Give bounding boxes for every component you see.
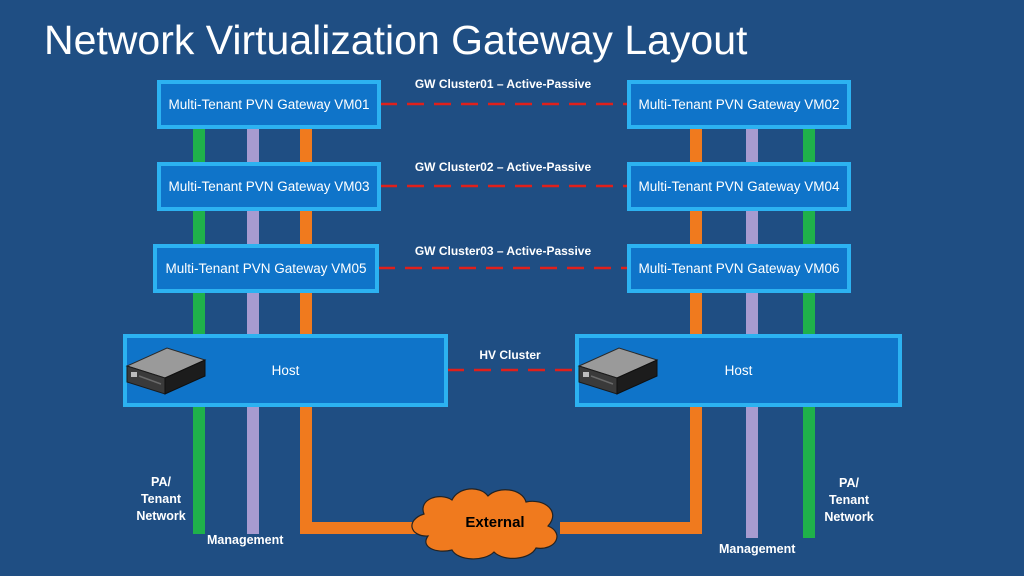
gateway-vm04[interactable]: Multi-Tenant PVN Gateway VM04 [627, 162, 851, 211]
rack-server-icon [125, 347, 207, 395]
management-line-right [746, 128, 758, 538]
gateway-vm05[interactable]: Multi-Tenant PVN Gateway VM05 [153, 244, 379, 293]
host-left[interactable]: Host [123, 334, 448, 407]
pa-tenant-line-right [803, 128, 815, 538]
gateway-vm05-label: Multi-Tenant PVN Gateway VM05 [165, 261, 367, 276]
pa-tenant-network-label-left: PA/ Tenant Network [122, 474, 200, 525]
external-line-right [690, 128, 702, 522]
gateway-vm03-label: Multi-Tenant PVN Gateway VM03 [168, 179, 370, 194]
pa-label-line3: Network [824, 510, 874, 524]
pa-label-line3: Network [136, 509, 186, 523]
host-left-label: Host [271, 363, 300, 378]
gateway-vm06[interactable]: Multi-Tenant PVN Gateway VM06 [627, 244, 851, 293]
management-label-left: Management [207, 533, 284, 547]
gateway-vm03[interactable]: Multi-Tenant PVN Gateway VM03 [157, 162, 381, 211]
management-label-right: Management [719, 542, 796, 556]
pa-label-line1: PA/ [839, 476, 859, 490]
pa-label-line2: Tenant [140, 492, 182, 506]
gateway-vm01-label: Multi-Tenant PVN Gateway VM01 [168, 97, 370, 112]
gateway-vm06-label: Multi-Tenant PVN Gateway VM06 [638, 261, 840, 276]
slide-title: Network Virtualization Gateway Layout [44, 17, 748, 63]
gw-cluster02-label: GW Cluster02 – Active-Passive [414, 160, 592, 174]
pa-label-line2: Tenant [828, 493, 870, 507]
gateway-vm02-label: Multi-Tenant PVN Gateway VM02 [638, 97, 840, 112]
gateway-vm04-label: Multi-Tenant PVN Gateway VM04 [638, 179, 840, 194]
gw-cluster01-label: GW Cluster01 – Active-Passive [414, 77, 592, 91]
pa-tenant-network-label-right: PA/ Tenant Network [810, 475, 888, 526]
external-link-left [300, 520, 445, 534]
host-right-label: Host [724, 363, 753, 378]
hv-cluster-label: HV Cluster [479, 348, 541, 362]
gateway-vm01[interactable]: Multi-Tenant PVN Gateway VM01 [157, 80, 381, 129]
pa-tenant-line-left [193, 128, 205, 534]
management-line-left [247, 128, 259, 534]
external-line-left [300, 128, 312, 522]
rack-server-icon [577, 347, 659, 395]
external-link-right [560, 520, 702, 534]
external-label: External [465, 514, 525, 531]
pa-label-line1: PA/ [151, 475, 171, 489]
gateway-vm02[interactable]: Multi-Tenant PVN Gateway VM02 [627, 80, 851, 129]
gw-cluster03-label: GW Cluster03 – Active-Passive [414, 244, 592, 258]
